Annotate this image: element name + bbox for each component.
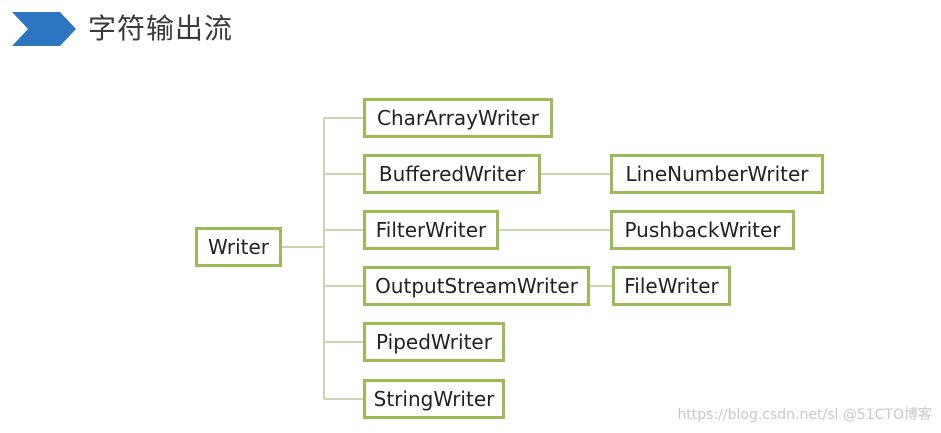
node-pipedwriter: PipedWriter: [363, 322, 505, 362]
node-filterwriter: FilterWriter: [363, 210, 499, 250]
node-filewriter: FileWriter: [612, 266, 731, 306]
node-writer: Writer: [195, 227, 282, 267]
title-bar: 字符输出流: [12, 9, 233, 49]
page-title: 字符输出流: [88, 12, 234, 45]
node-chararraywriter: CharArrayWriter: [363, 98, 553, 138]
node-outputstreamwriter: OutputStreamWriter: [363, 266, 590, 306]
chevrons-icon: [12, 12, 76, 46]
node-linenumberwriter: LineNumberWriter: [610, 154, 824, 194]
node-pushbackwriter: PushbackWriter: [610, 210, 795, 250]
node-stringwriter: StringWriter: [363, 379, 505, 419]
watermark: https://blog.csdn.net/sl @51CTO博客: [677, 407, 932, 423]
node-bufferedwriter: BufferedWriter: [363, 154, 541, 194]
